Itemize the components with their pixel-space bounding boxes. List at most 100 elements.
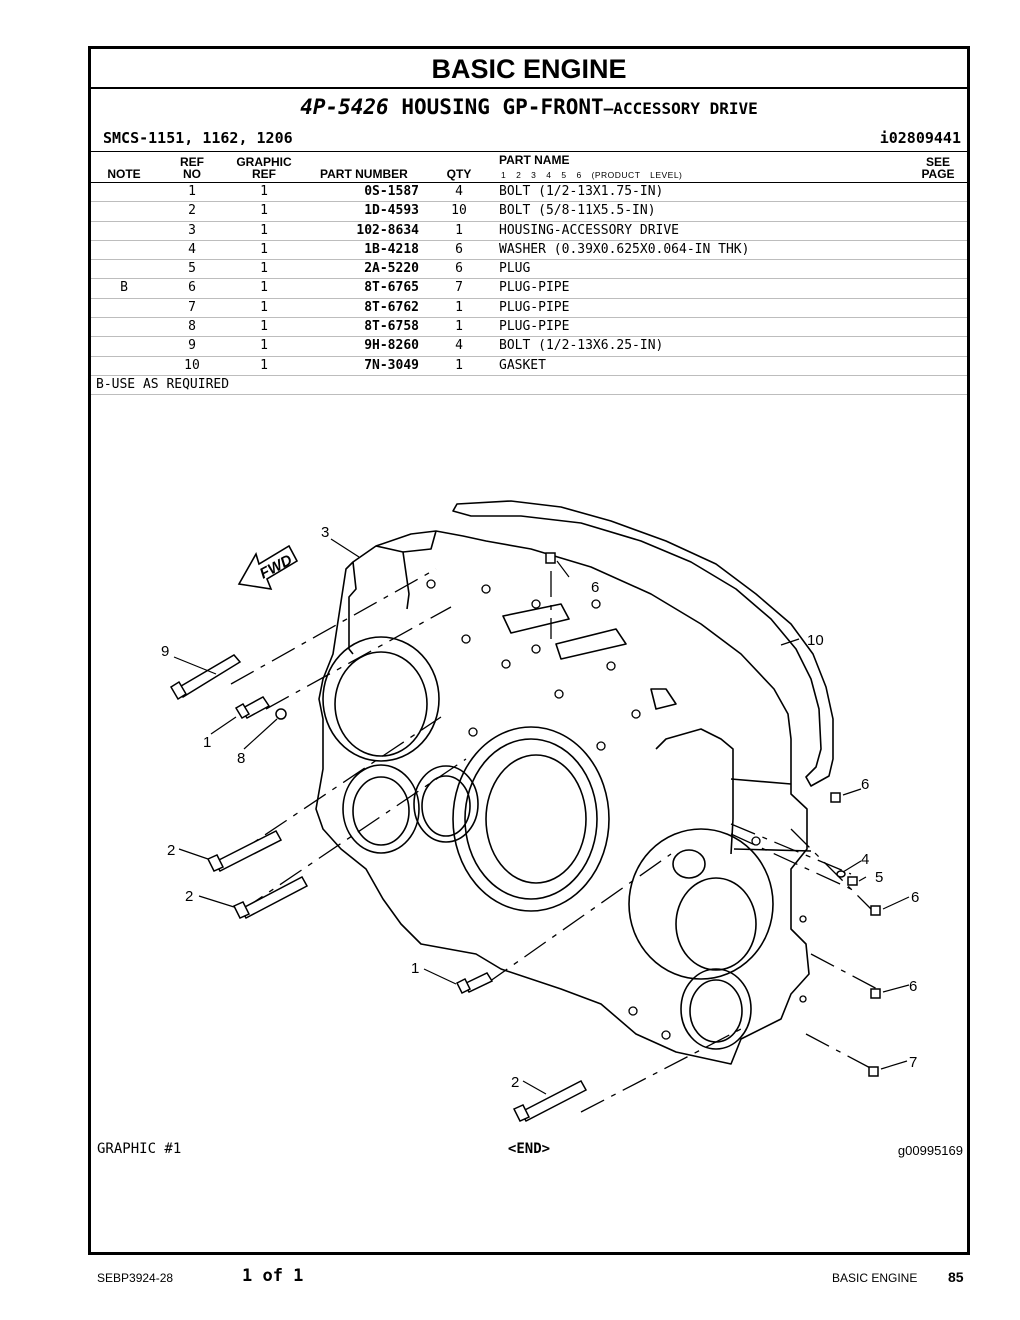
callout-label: 6 [861, 776, 869, 793]
part-qty: 1 [455, 319, 463, 335]
part-name: PLUG-PIPE [499, 319, 570, 335]
footer-section: BASIC ENGINE [832, 1271, 918, 1285]
col-see-top: SEE [925, 155, 950, 169]
page-footer: SEBP3924-28 1 of 1 BASIC ENGINE 85 [0, 1266, 1020, 1290]
part-name: PLUG-PIPE [499, 299, 570, 315]
part-qty: 6 [455, 241, 463, 257]
part-ref-no: 4 [188, 241, 196, 257]
part-name: GASKET [499, 357, 546, 373]
callout-label: 2 [511, 1074, 519, 1091]
table-row: 10 1 7N-3049 1 GASKET [91, 357, 967, 376]
bolt-2-a [213, 830, 283, 872]
col-qty: QTY [446, 167, 472, 181]
footer-page-of: 1 of 1 [242, 1266, 304, 1286]
part-number: 8T-6765 [364, 280, 419, 296]
part-ref-no: 2 [188, 203, 196, 219]
part-ref-no: 10 [184, 357, 200, 373]
part-graphic-ref: 1 [260, 241, 268, 257]
info-id: i02809441 [879, 129, 961, 147]
part-name: BOLT (1/2-13X1.75-IN) [499, 184, 664, 199]
end-marker: <END> [507, 1141, 551, 1157]
assembly-suffix: —ACCESSORY DRIVE [603, 99, 758, 118]
part-qty: 1 [455, 357, 463, 373]
part-name: HOUSING-ACCESSORY DRIVE [499, 222, 680, 238]
callout-label: 8 [237, 750, 245, 767]
plug-6-b [870, 988, 881, 999]
callout-label: 2 [185, 888, 193, 905]
assembly-title: 4P-5426 HOUSING GP-FRONT—ACCESSORY DRIVE [91, 89, 967, 123]
callout-label: 4 [861, 851, 869, 868]
col-see-bottom: PAGE [921, 167, 955, 181]
part-graphic-ref: 1 [260, 280, 268, 296]
page-frame: BASIC ENGINE 4P-5426 HOUSING GP-FRONT—AC… [88, 46, 970, 1255]
part-name: WASHER (0.39X0.625X0.064-IN THK) [499, 241, 750, 257]
col-note: NOTE [107, 167, 141, 181]
part-qty: 7 [455, 280, 463, 296]
part-name: BOLT (5/8-11X5.5-IN) [499, 203, 656, 219]
callout-label: 7 [909, 1054, 917, 1071]
part-graphic-ref: 1 [260, 203, 268, 219]
part-qty: 4 [455, 338, 463, 354]
plug-6-a [870, 905, 881, 916]
part-number: 1B-4218 [364, 241, 419, 257]
col-ref-bottom: NO [183, 167, 201, 181]
part-qty: 4 [455, 184, 463, 199]
part-graphic-ref: 1 [260, 261, 268, 277]
plug-8 [275, 708, 287, 720]
assembly-part-number: 4P-5426 [300, 95, 389, 119]
callout-label: 2 [167, 842, 175, 859]
part-name: PLUG-PIPE [499, 280, 570, 296]
part-ref-no: 6 [188, 280, 196, 296]
part-ref-no: 8 [188, 319, 196, 335]
col-part-name: PART NAME [499, 153, 570, 167]
housing-outline [315, 530, 810, 1065]
part-ref-no: 3 [188, 222, 196, 238]
table-row: 3 1 102-8634 1 HOUSING-ACCESSORY DRIVE [91, 222, 967, 241]
plug-5 [847, 876, 858, 886]
part-number: 1D-4593 [364, 203, 419, 219]
smcs-row: SMCS-1151, 1162, 1206 i02809441 [91, 125, 967, 152]
part-number: 9H-8260 [364, 338, 419, 354]
part-number: 2A-5220 [364, 261, 419, 277]
callout-label: 10 [807, 632, 824, 649]
part-ref-no: 9 [188, 338, 196, 354]
plug-6-right [830, 792, 841, 803]
col-graphic-bottom: REF [252, 167, 276, 181]
note-b: B-USE AS REQUIRED [91, 376, 967, 395]
part-qty: 1 [455, 299, 463, 315]
callout-label: 3 [321, 524, 329, 541]
page-title: BASIC ENGINE [91, 49, 967, 89]
callout-label: 1 [411, 960, 419, 977]
table-row: 4 1 1B-4218 6 WASHER (0.39X0.625X0.064-IN TH… [91, 241, 967, 261]
part-number: 7N-3049 [364, 357, 419, 373]
part-qty: 1 [455, 222, 463, 238]
part-ref-no: 7 [188, 299, 196, 315]
callout-label: 6 [591, 579, 599, 596]
callout-label: 6 [909, 978, 917, 995]
parts-table: 1 1 0S-1587 4 BOLT (1/2-13X1.75-IN) 2 1 1D-4593… [91, 183, 967, 395]
fwd-arrow: FWD [237, 544, 299, 591]
footer-page-number: 85 [948, 1269, 964, 1285]
smcs-codes: SMCS-1151, 1162, 1206 [103, 129, 293, 147]
part-graphic-ref: 1 [260, 222, 268, 238]
part-name: PLUG [499, 261, 531, 277]
part-number: 0S-1587 [364, 184, 419, 199]
bolt-2-c [519, 1079, 588, 1123]
part-graphic-ref: 1 [260, 357, 268, 373]
col-graphic-top: GRAPHIC [236, 155, 292, 169]
part-graphic-ref: 1 [260, 338, 268, 354]
part-number: 8T-6762 [364, 299, 419, 315]
part-graphic-ref: 1 [260, 319, 268, 335]
bolt-2-b [239, 875, 309, 920]
callout-label: 6 [911, 889, 919, 906]
plug-7 [868, 1066, 879, 1077]
callout-label: 5 [875, 869, 883, 886]
part-number: 102-8634 [356, 222, 419, 238]
washer-4 [836, 870, 846, 878]
